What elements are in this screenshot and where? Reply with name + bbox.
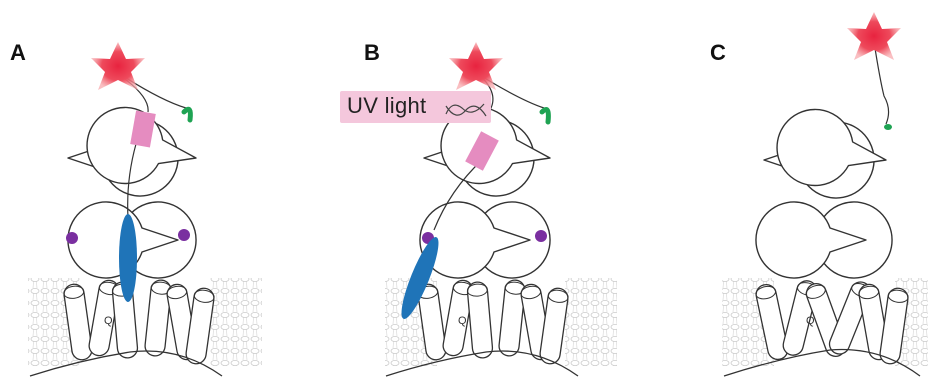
fluorophore-star-c xyxy=(847,12,901,60)
ligand-a xyxy=(119,214,137,302)
membrane-right-a xyxy=(210,278,262,366)
panel-c: Q xyxy=(722,12,928,376)
membrane-label-a: Q xyxy=(104,315,113,327)
anchor-a xyxy=(184,109,190,120)
tm-helices-b xyxy=(417,279,569,365)
membrane-label-c: Q xyxy=(806,315,815,327)
fluorophore-star-a xyxy=(91,42,145,90)
tm-helices-a xyxy=(63,279,215,365)
membrane-right-b xyxy=(565,278,617,366)
fluorophore-star-b xyxy=(449,42,503,90)
uv-light-label: UV light xyxy=(347,93,426,119)
binding-site-left-a xyxy=(66,232,78,244)
tm-helices-c xyxy=(754,279,909,365)
membrane-label-b: Q xyxy=(458,315,467,327)
binding-site-right-b xyxy=(535,230,547,242)
anchor-c xyxy=(884,124,892,130)
panel-a: Q xyxy=(28,42,262,376)
anchor-b xyxy=(542,110,548,122)
binding-site-right-a xyxy=(178,229,190,241)
